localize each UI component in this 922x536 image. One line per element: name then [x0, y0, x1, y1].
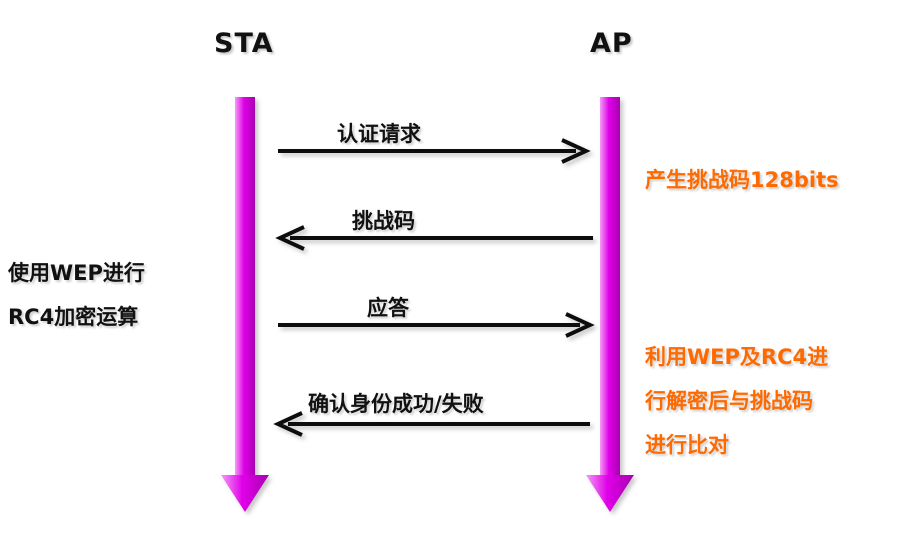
ap-lifeline: [586, 97, 634, 512]
sta-note-line-2: RC4加密运算: [8, 305, 139, 329]
ap-verify-line-1: 利用WEP及RC4进: [645, 345, 829, 369]
ap-label: AP: [590, 28, 633, 59]
result-arrow: [273, 411, 590, 437]
result-label: 确认身份成功/失败: [308, 392, 484, 416]
sta-note: 使用WEP进行 RC4加密运算: [8, 251, 145, 339]
sta-note-line-1: 使用WEP进行: [8, 261, 145, 285]
response-arrow: [278, 312, 595, 338]
sta-label: STA: [214, 28, 274, 59]
auth-request-arrow: [278, 138, 591, 164]
sta-lifeline: [221, 97, 269, 512]
auth-request-label: 认证请求: [337, 122, 421, 146]
challenge-label: 挑战码: [352, 209, 415, 233]
challenge-arrow: [275, 225, 593, 251]
ap-verify-note: 利用WEP及RC4进 行解密后与挑战码 进行比对: [645, 335, 828, 467]
ap-verify-line-2: 行解密后与挑战码: [645, 389, 813, 413]
ap-verify-line-3: 进行比对: [645, 433, 729, 457]
ap-generate-note: 产生挑战码128bits: [645, 168, 839, 192]
response-label: 应答: [367, 296, 409, 320]
